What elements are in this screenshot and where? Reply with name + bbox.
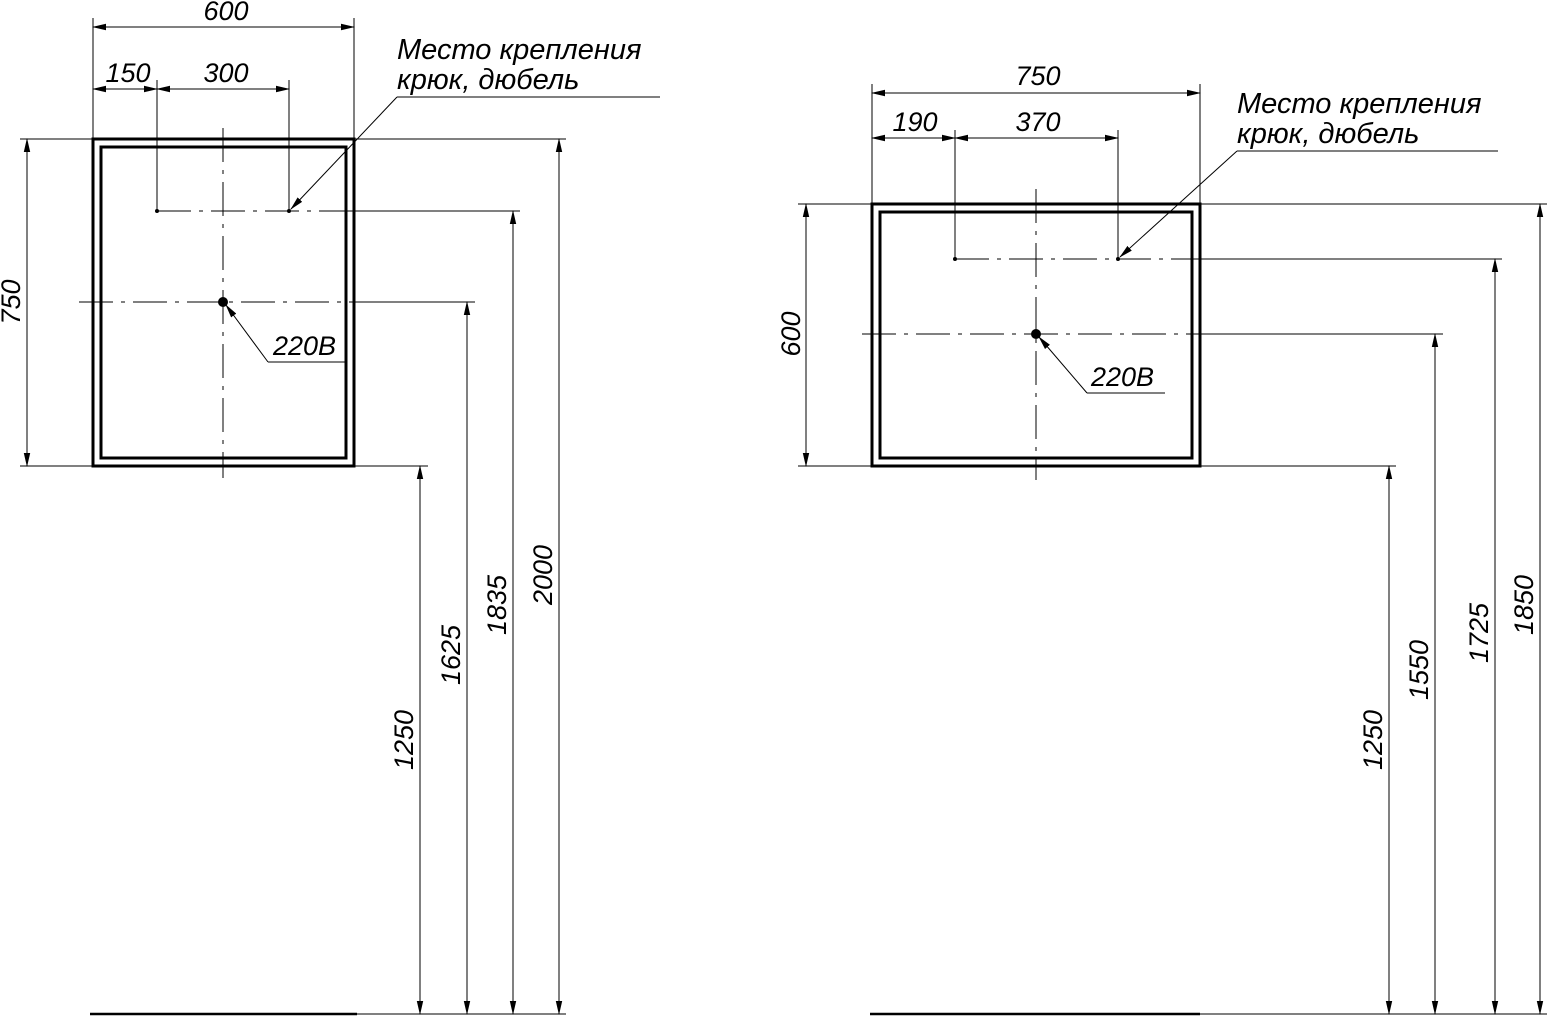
mount-note-leader xyxy=(1119,150,1238,258)
mirror-drawing-right: 750 190 370 Место крепления крюк, дюбель… xyxy=(776,61,1547,1016)
power-leader xyxy=(1038,336,1088,394)
hook-offset-label: 150 xyxy=(105,58,150,88)
height-power-label: 1625 xyxy=(436,624,466,685)
mirror-height-label: 750 xyxy=(0,279,26,324)
mirror-drawing-left: 600 150 300 Место крепления крюк, дюбель… xyxy=(0,0,660,1016)
height-bottom-label: 1250 xyxy=(389,710,419,770)
hook-offset-label: 190 xyxy=(892,107,937,137)
height-power-label: 1550 xyxy=(1404,640,1434,700)
height-top-label: 2000 xyxy=(528,545,558,606)
height-hooks-label: 1725 xyxy=(1464,602,1494,663)
height-bottom-label: 1250 xyxy=(1358,710,1388,770)
mount-note-line1: Место крепления xyxy=(1237,88,1481,120)
height-top-label: 1850 xyxy=(1509,575,1539,635)
height-hooks-label: 1835 xyxy=(482,574,512,635)
power-label: 220В xyxy=(272,331,336,361)
width-dimension-label: 750 xyxy=(1015,61,1060,91)
hook-spacing-label: 300 xyxy=(203,58,248,88)
mount-note-line2: крюк, дюбель xyxy=(1237,118,1419,150)
mirror-height-label: 600 xyxy=(776,311,806,356)
hook-spacing-label: 370 xyxy=(1015,107,1060,137)
mount-note-leader xyxy=(290,96,398,210)
power-leader xyxy=(225,304,269,363)
power-label: 220В xyxy=(1090,362,1154,392)
mount-note-line1: Место крепления xyxy=(397,34,641,66)
mount-note-line2: крюк, дюбель xyxy=(397,64,579,96)
width-dimension-label: 600 xyxy=(203,0,248,26)
